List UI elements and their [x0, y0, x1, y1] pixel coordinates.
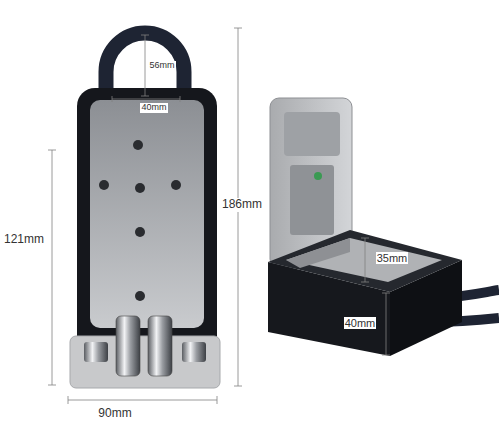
lid — [270, 98, 352, 268]
open-view — [268, 98, 499, 356]
box-cavity-wall — [286, 238, 350, 268]
lid-mechanism — [284, 112, 340, 156]
box-cavity — [286, 238, 442, 282]
box-rim — [268, 230, 462, 292]
front-view — [70, 33, 220, 388]
dimension-lines — [48, 28, 390, 404]
dimension-label: 90mm — [97, 407, 132, 420]
dimension-label: 186mm — [221, 198, 263, 211]
side-clip — [84, 342, 108, 362]
lid-mechanism — [290, 165, 334, 235]
push-buttons — [99, 140, 181, 301]
side-clip — [182, 342, 206, 362]
dimension-label: 56mm — [148, 61, 175, 71]
dimension-label: 40mm — [140, 103, 167, 113]
base-plate — [70, 336, 220, 388]
indicator — [314, 172, 322, 180]
front-panel — [90, 100, 204, 328]
dimension-label: 121mm — [3, 233, 45, 246]
dimension-label: 40mm — [344, 317, 377, 329]
dimension-label: 35mm — [376, 252, 409, 264]
release-lever — [148, 316, 172, 376]
release-lever — [116, 316, 140, 376]
